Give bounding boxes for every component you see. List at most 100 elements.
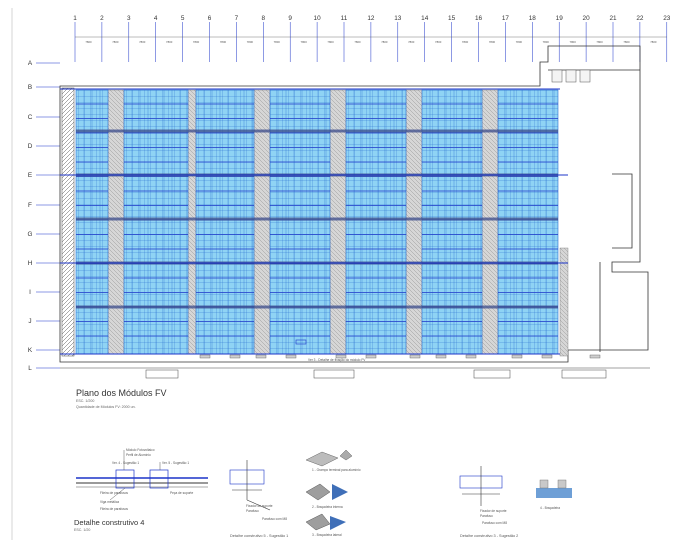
dimension-label: 7800 [650,40,657,44]
building-outline [59,45,649,363]
column-axis-label: 11 [341,15,348,22]
dimension-label: 7800 [435,40,442,44]
column-axis-label: 7 [235,15,239,22]
dimension-label: 7800 [166,40,173,44]
dimension-label: 7800 [516,40,523,44]
column-axis-label: 9 [288,15,292,22]
column-axis-label: 18 [529,15,537,22]
column-axis-label: 19 [556,15,564,22]
dimension-label: 7800 [220,40,227,44]
column-axis-label: 13 [394,15,402,22]
row-axis-label: K [28,347,33,354]
detail-6-label: Parafuso com M8 [482,521,507,525]
column-axis-label: 23 [663,15,671,22]
detail-4-scale: ESC. 1/20 [74,528,91,532]
detail-5-title: Detalhe construtivo 5 - Sugestão 1 [230,534,289,538]
detail-4-label: Peça de suporte [170,491,194,495]
detail-4-label: Viga metálica [100,500,120,504]
detail-6-label: Parafuso [480,514,493,518]
pv-module-block [345,89,407,355]
detail-5-label: Fixador de suporte [246,504,273,508]
column-axis-label: 15 [448,15,456,22]
dimension-label: 7800 [570,40,577,44]
column-axis-label: 10 [314,15,322,22]
row-axis-label: F [28,202,32,209]
detail-5-drawing [229,460,271,511]
pv-module-block [269,89,331,355]
detail-4-drawing [76,450,208,501]
detail-4-label: Ver. 5 - Sugestão 1 [162,461,190,465]
dimension-label: 7800 [462,40,469,44]
dimension-label: 7800 [596,40,603,44]
dimension-label: 7800 [85,40,92,44]
plan-title: Plano dos Módulos FV [76,388,167,398]
structural-beam [76,305,558,309]
column-axis-label: 6 [208,15,212,22]
detail-4-label: Fileira de parafusos [100,491,128,495]
structural-beam [76,217,558,221]
plan-note: Quantidade de Módulos FV: 2000 un. [76,405,136,409]
detail-5-part: 1 - Grampo terminal para alumínio [312,468,361,472]
column-axis-label: 16 [475,15,483,22]
detail-6-part: 4 - Braçadeira [540,506,561,510]
detail-4-title: Detalhe construtivo 4 [74,518,145,527]
detail-4-label: Ver. 4 - Sugestão 1 [112,461,140,465]
detail-6-title: Detalhe construtivo 3 - Sugestão 2 [460,534,519,538]
hatched-wall [61,87,75,357]
row-axis-label: H [28,260,33,267]
column-axis-label: 14 [421,15,429,22]
pv-module-block [421,89,483,355]
detail-6-part-image [536,479,572,498]
row-axis-label: J [28,318,31,325]
dimension-label: 7800 [301,40,308,44]
detail-5-part-images [305,449,353,531]
column-axis-label: 2 [100,15,104,22]
plan-callout-label: Ver 3 - Detalhe de fixação do módulo FV [308,358,366,362]
detail-5-part: 2 - Braçadeira interna [312,505,343,509]
detail-5-label: Parafuso com M8 [262,517,287,521]
dimension-chain: 7800 7800 7800 7800 7800 7800 7800 7800 7800 7800… [75,36,667,44]
dimension-label: 7800 [247,40,254,44]
column-axis-label: 4 [154,15,158,22]
hvac-units [551,69,591,83]
dimension-label: 7800 [623,40,630,44]
row-axis-label: D [28,143,33,150]
column-axis-label: 12 [367,15,375,22]
pv-module-arrays [60,88,568,355]
dimension-label: 7800 [274,40,281,44]
row-axis-label: C [28,114,33,121]
column-axis-label: 1 [73,15,77,22]
dimension-label: 7800 [193,40,200,44]
detail-6-drawing [459,466,503,506]
base-outline [60,367,650,379]
bottom-beam-row [199,354,601,359]
detail-4-label: Perfil de Alumínio [126,453,151,457]
pv-module-block [195,89,255,355]
dimension-label: 7800 [489,40,496,44]
row-axis-label: E [28,172,32,179]
detail-6-label: Fixador de suporte [480,509,507,513]
plan-scale: ESC. 1/200 [76,399,95,403]
column-axis-label: 20 [583,15,591,22]
detail-4-label: Módulo Fotovoltaico [126,448,155,452]
column-axis-label: 21 [609,15,617,22]
dimension-label: 7800 [408,40,415,44]
grey-strip-right [559,247,569,357]
column-axis-label: 17 [502,15,510,22]
structural-beam [76,129,558,133]
row-axis-label: B [28,84,32,91]
dimension-label: 7800 [327,40,334,44]
dimension-label: 7800 [139,40,146,44]
callout-marker [295,339,307,345]
detail-5-part: 3 - Braçadeira lateral [312,533,342,537]
dimension-label: 7800 [112,40,119,44]
row-axis-label: I [29,289,31,296]
column-axis-label: 22 [636,15,644,22]
column-axis-label: 3 [127,15,131,22]
column-axis-label: 5 [181,15,185,22]
pv-module-block [497,89,559,355]
row-axis-label: G [28,231,33,238]
